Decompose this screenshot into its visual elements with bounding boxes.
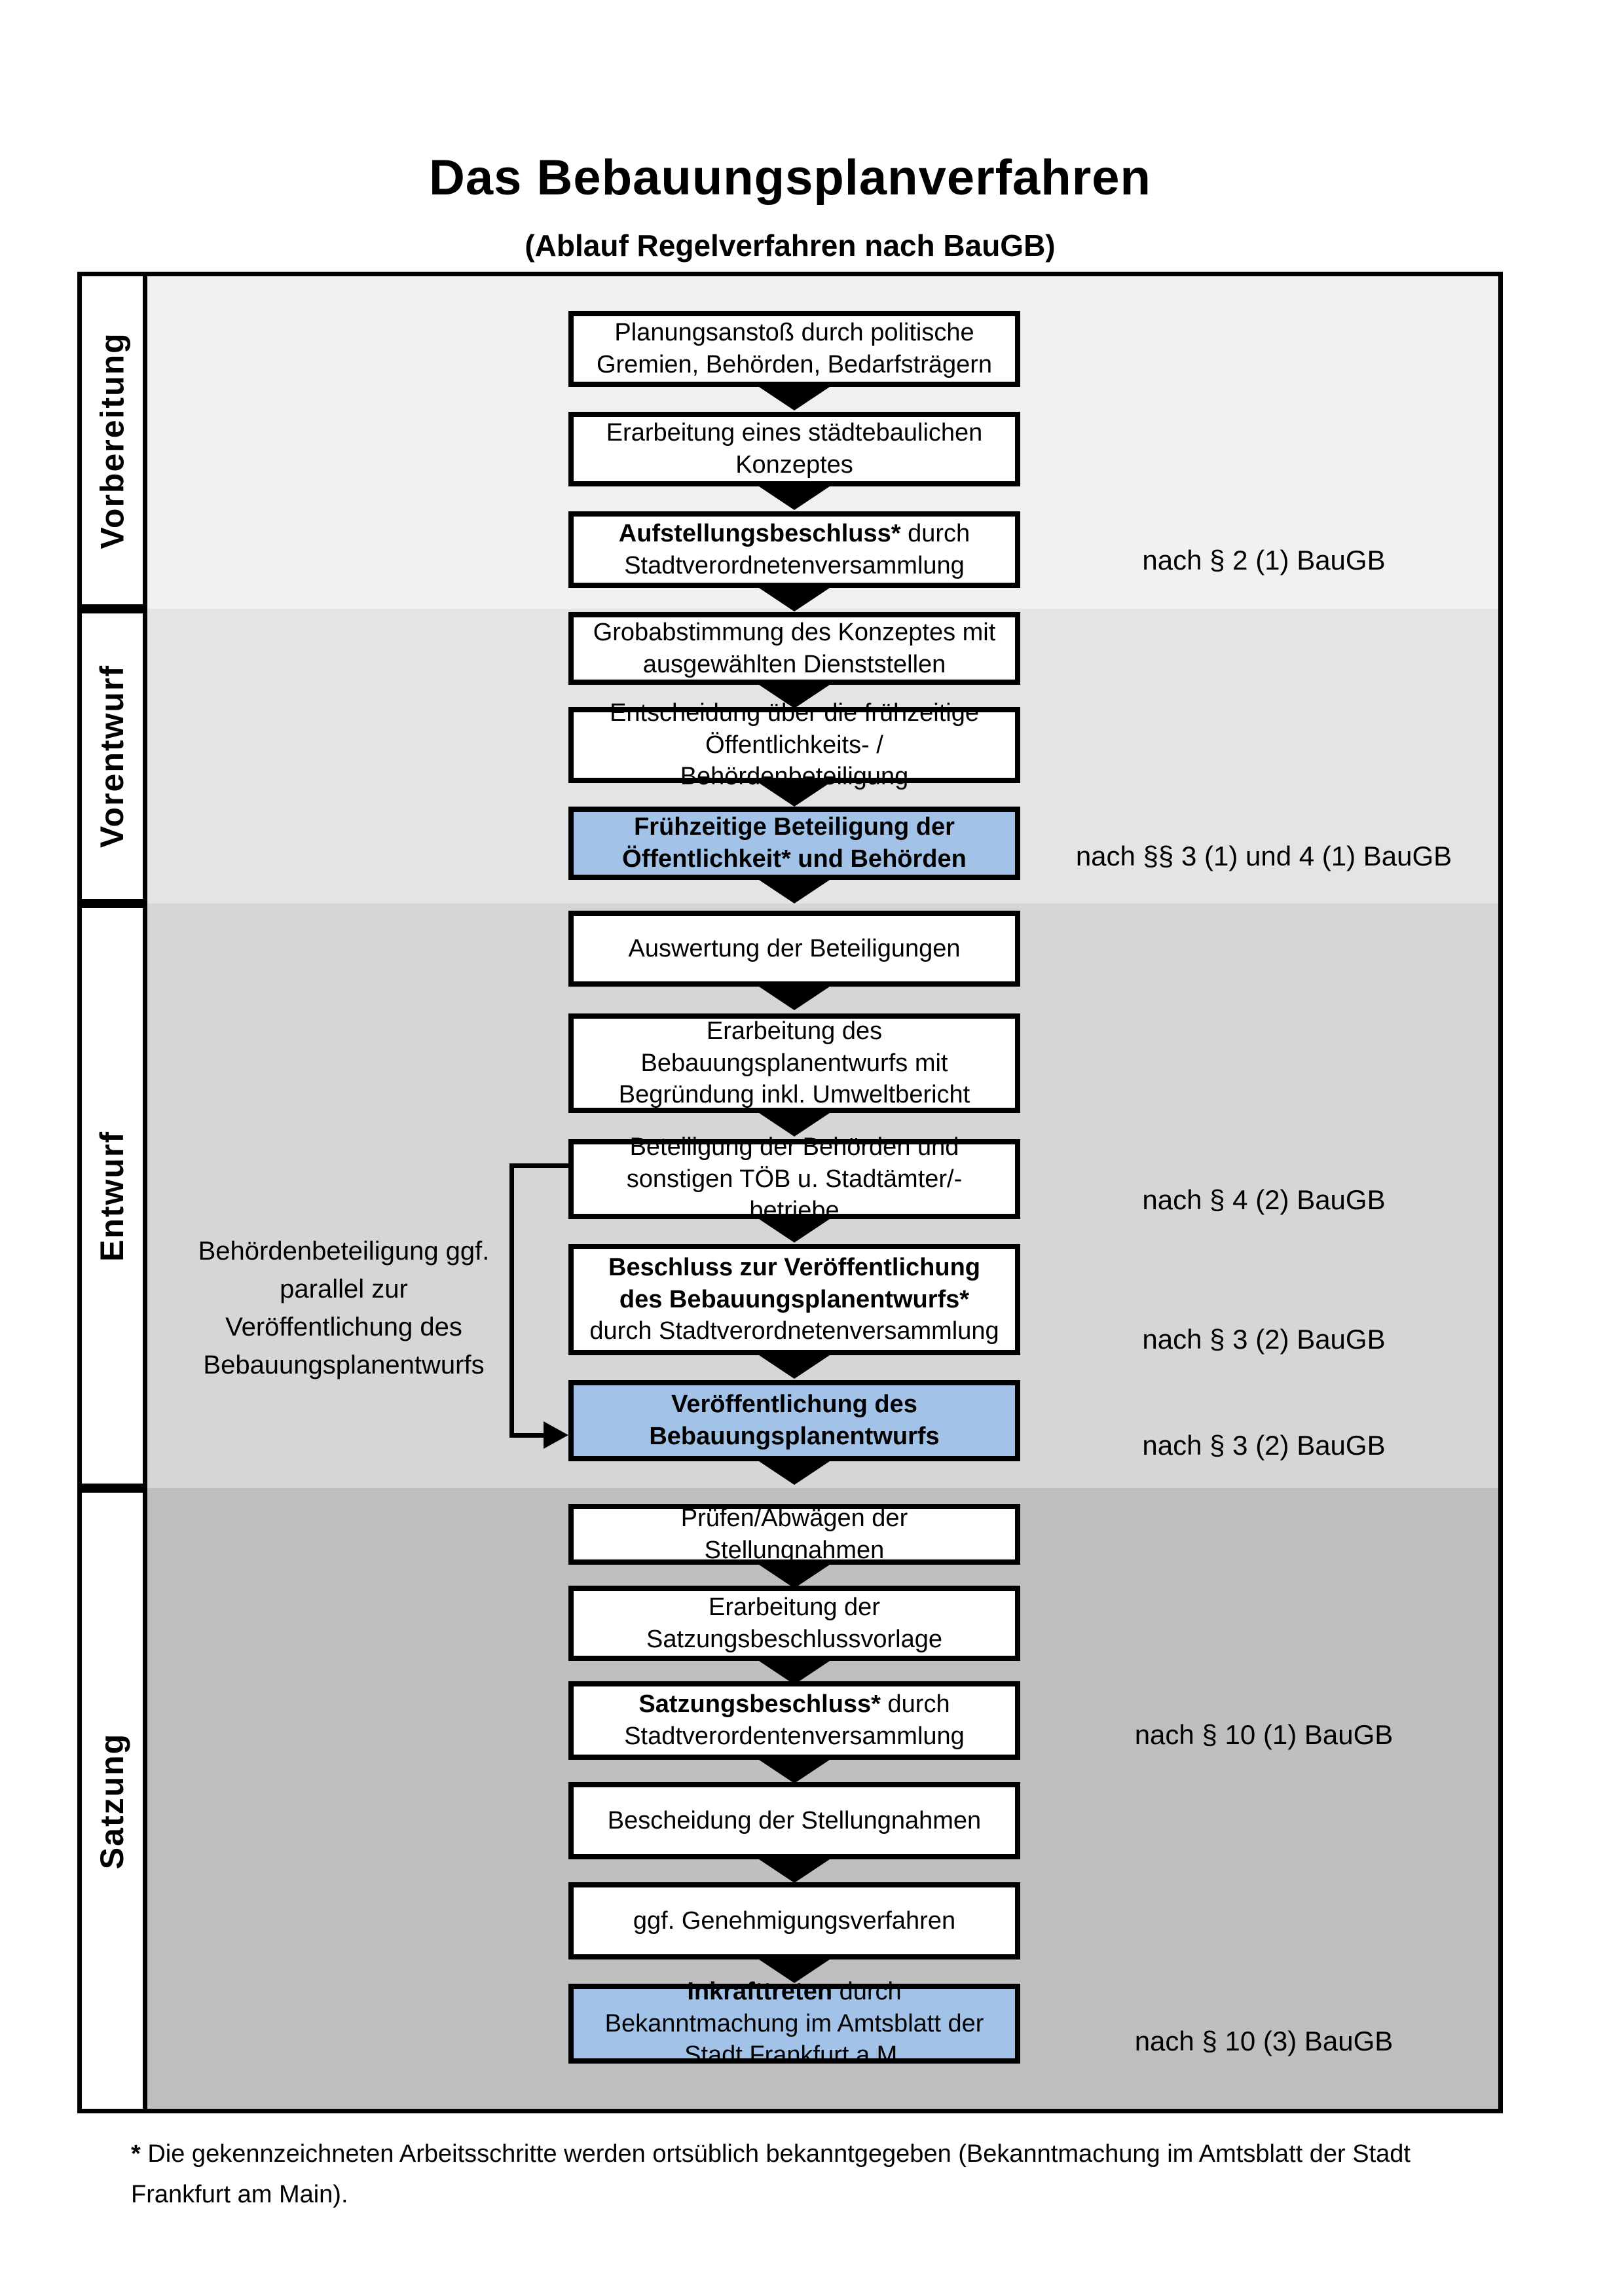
step-konzept-erarbeitung: Erarbeitung eines städtebaulichen Konzep… xyxy=(568,412,1020,486)
step-genehmigungsverfahren: ggf. Genehmigungsverfahren xyxy=(568,1882,1020,1959)
phase-cell-satzung: Satzung xyxy=(77,1488,147,2113)
flow-arrow-down-icon xyxy=(757,1354,832,1379)
step-fruehzeitige-beteiligung-highlight: Frühzeitige Beteiligung der Öffentlichke… xyxy=(568,807,1020,880)
arrow-right-icon xyxy=(544,1421,568,1449)
page-subtitle: (Ablauf Regelverfahren nach BauGB) xyxy=(525,228,1056,263)
step-text: Bescheidung der Stellungnahmen xyxy=(607,1806,982,1834)
step-text: Veröffentlichung des Bebauungsplanentwur… xyxy=(649,1391,940,1450)
flow-arrow-down-icon xyxy=(757,683,832,708)
phase-cell-entwurf: Entwurf xyxy=(77,903,147,1488)
flow-arrow-down-icon xyxy=(757,1460,832,1485)
legal-ref-1: nach § 2 (1) BauGB xyxy=(1142,545,1386,575)
phase-label-vorbereitung: Vorbereitung xyxy=(94,331,131,549)
step-veroeffentlichungs-beschluss: Beschluss zur Veröffentlichung des Bebau… xyxy=(568,1244,1020,1355)
flow-arrow-down-icon xyxy=(757,1758,832,1783)
step-text: Erarbeitung des Bebauungsplanentwurfs mi… xyxy=(618,1017,970,1109)
step-behoerden-toeb-beteiligung: Beteiligung der Behörden und sonstigen T… xyxy=(568,1133,1020,1224)
step-text: Grobabstimmung des Konzeptes mit ausgewä… xyxy=(593,618,996,678)
step-text: Planungsanstoß durch politische Gremien,… xyxy=(596,319,993,378)
phase-label-entwurf: Entwurf xyxy=(94,1130,131,1262)
step-bescheidung-stellungnahmen: Bescheidung der Stellungnahmen xyxy=(568,1782,1020,1859)
step-aufstellungsbeschluss: Aufstellungsbeschluss* durch Stadtverord… xyxy=(568,511,1020,588)
step-veroeffentlichung-highlight: Veröffentlichung des Bebauungsplanentwur… xyxy=(568,1380,1020,1461)
step-entwurf-erarbeitung: Erarbeitung des Bebauungsplanentwurfs mi… xyxy=(568,1013,1020,1113)
legal-ref-4: nach § 3 (2) BauGB xyxy=(1142,1324,1386,1355)
step-text: Erarbeitung der Satzungsbeschlussvorlage xyxy=(646,1593,943,1653)
legal-ref-7: nach § 10 (3) BauGB xyxy=(1134,2026,1393,2056)
step-text: Inkrafttreten durch Bekanntmachung im Am… xyxy=(604,1978,984,2069)
step-text: Beschluss zur Veröffentlichung des Bebau… xyxy=(589,1254,999,1345)
legal-ref-2: nach §§ 3 (1) und 4 (1) BauGB xyxy=(1075,841,1452,871)
phase-label-satzung: Satzung xyxy=(94,1732,131,1869)
flow-arrow-down-icon xyxy=(757,1218,832,1243)
step-grobabstimmung: Grobabstimmung des Konzeptes mit ausgewä… xyxy=(568,612,1020,685)
footnote-text: Die gekennzeichneten Arbeitsschritte wer… xyxy=(131,2140,1411,2208)
step-text: Frühzeitige Beteiligung der Öffentlichke… xyxy=(622,813,967,873)
flow-arrow-down-icon xyxy=(757,1858,832,1883)
step-auswertung-beteiligungen: Auswertung der Beteiligungen xyxy=(568,911,1020,987)
step-text: Erarbeitung eines städtebaulichen Konzep… xyxy=(606,419,983,479)
side-note-parallel-behoerdenbeteiligung: Behördenbeteiligung ggf. parallel zur Ve… xyxy=(198,1237,490,1379)
flow-arrow-down-icon xyxy=(757,1958,832,1983)
flow-arrow-down-icon xyxy=(757,587,832,611)
step-text: ggf. Genehmigungsverfahren xyxy=(633,1906,956,1935)
step-planungsanstoss: Planungsanstoß durch politische Gremien,… xyxy=(568,311,1020,387)
parallel-connector-top-line xyxy=(509,1163,568,1168)
flow-arrow-down-icon xyxy=(757,782,832,807)
parallel-connector-vertical-line xyxy=(509,1163,514,1438)
page-title: Das Bebauungsplanverfahren xyxy=(429,150,1151,206)
flow-arrow-down-icon xyxy=(757,879,832,903)
step-text: Beteiligung der Behörden und sonstigen T… xyxy=(626,1133,963,1225)
step-text: Prüfen/Abwägen der Stellungnahmen xyxy=(680,1504,908,1564)
step-pruefen-abwaegen: Prüfen/Abwägen der Stellungnahmen xyxy=(568,1504,1020,1565)
legal-ref-5: nach § 3 (2) BauGB xyxy=(1142,1430,1386,1461)
flow-arrow-down-icon xyxy=(757,386,832,410)
flow-arrow-down-icon xyxy=(757,485,832,510)
step-inkrafttreten-highlight: Inkrafttreten durch Bekanntmachung im Am… xyxy=(568,1978,1020,2069)
step-entscheidung-fruehzeitige-beteiligung: Entscheidung über die frühzeitige Öffent… xyxy=(568,699,1020,790)
step-text: Entscheidung über die frühzeitige Öffent… xyxy=(609,699,980,791)
phase-cell-vorbereitung: Vorbereitung xyxy=(77,272,147,609)
phase-cell-vorentwurf: Vorentwurf xyxy=(77,609,147,903)
step-text: Satzungsbeschluss* durch Stadtverordente… xyxy=(624,1690,965,1750)
flow-arrow-down-icon xyxy=(757,985,832,1010)
step-text: Auswertung der Beteiligungen xyxy=(628,934,961,962)
footnote: * Die gekennzeichneten Arbeitsschritte w… xyxy=(131,2134,1506,2215)
legal-ref-6: nach § 10 (1) BauGB xyxy=(1134,1719,1393,1750)
legal-ref-3: nach § 4 (2) BauGB xyxy=(1142,1184,1386,1215)
step-satzungsvorlage-erarbeitung: Erarbeitung der Satzungsbeschlussvorlage xyxy=(568,1586,1020,1661)
footnote-marker: * xyxy=(131,2140,141,2168)
phase-label-vorentwurf: Vorentwurf xyxy=(94,664,131,848)
flow-arrow-down-icon xyxy=(757,1563,832,1588)
step-text: Aufstellungsbeschluss* durch Stadtverord… xyxy=(618,519,970,579)
parallel-connector-bottom-line xyxy=(509,1433,545,1438)
step-satzungsbeschluss: Satzungsbeschluss* durch Stadtverordente… xyxy=(568,1681,1020,1760)
flow-arrow-down-icon xyxy=(757,1112,832,1137)
flow-arrow-down-icon xyxy=(757,1660,832,1685)
